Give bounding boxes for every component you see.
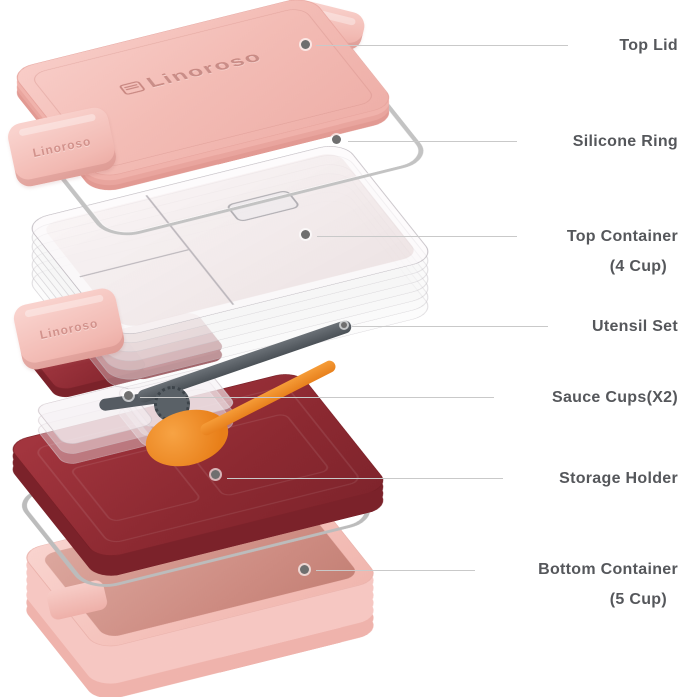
callout-dot — [341, 322, 347, 328]
brand-text: Linoroso — [142, 48, 267, 91]
callout-label: Storage Holder — [559, 470, 678, 487]
callout-dot — [211, 470, 220, 479]
callout-line — [316, 45, 568, 46]
callout-label: Utensil Set — [592, 318, 678, 335]
callout-line — [317, 236, 517, 237]
brand-logo: Linoroso — [90, 42, 294, 105]
container-divider-horizontal — [79, 249, 189, 278]
callout-line — [316, 570, 475, 571]
callout-dot — [301, 230, 310, 239]
callout-dot — [332, 135, 341, 144]
callout-line — [140, 397, 494, 398]
callout-line — [227, 478, 503, 479]
latch-brand-text: Linoroso — [31, 133, 93, 161]
callout-dot — [301, 40, 310, 49]
callout-dot — [300, 565, 309, 574]
callout-label: Sauce Cups(X2) — [551, 389, 678, 406]
callout-label: Top Container (4 Cup) — [566, 228, 678, 275]
callout-line — [352, 326, 548, 327]
callout-label: Bottom Container (5 Cup) — [538, 561, 678, 608]
callout-dot — [124, 391, 133, 400]
brand-logo-icon — [118, 80, 147, 96]
callout-line — [348, 141, 517, 142]
callout-label: Top Lid — [619, 37, 678, 54]
latch-brand-text: Linoroso — [38, 315, 100, 343]
callout-label: Silicone Ring — [572, 133, 678, 150]
